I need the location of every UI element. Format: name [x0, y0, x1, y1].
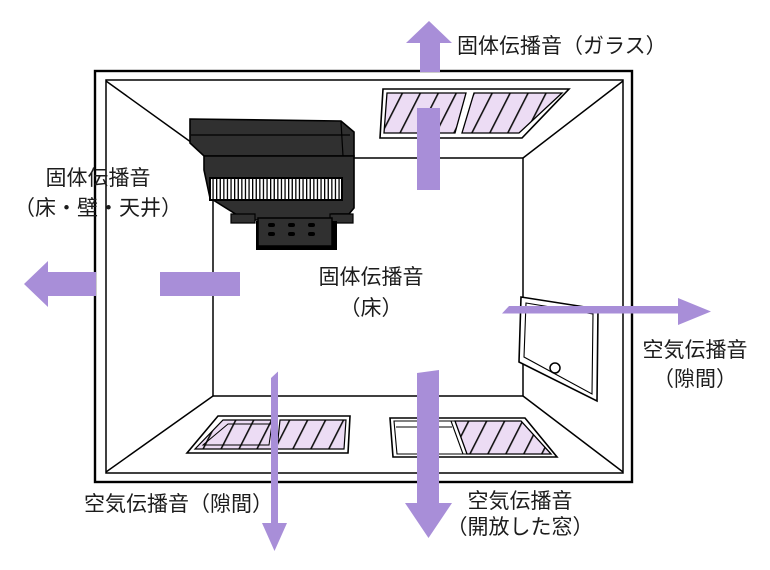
arrow-left-inner-structure	[160, 272, 240, 296]
arrow-up-outer-glass	[406, 21, 452, 72]
arrow-down-open-window	[405, 370, 452, 538]
corner-line-bottom-right	[522, 395, 624, 473]
corner-line-bottom-left	[105, 395, 214, 473]
corner-line-top-right	[522, 80, 624, 159]
piano-foot-left	[230, 213, 256, 224]
arrow-left-outer-structure	[24, 261, 96, 307]
arrow-up-inner-glass	[417, 108, 440, 190]
arrow-right-gap	[502, 298, 711, 325]
label-airborne-sound-open-window: 空気伝播音 （開放した窓）	[446, 490, 594, 539]
label-airborne-sound-gap-bottom: 空気伝播音（隙間）	[84, 493, 273, 516]
piano-sound-source	[189, 118, 355, 250]
arrow-down-gap-window	[262, 371, 287, 551]
sound-arrows	[24, 21, 711, 551]
piano-keyboard	[209, 177, 343, 201]
piano-lid	[189, 118, 355, 157]
label-airborne-sound-gap-right: 空気伝播音 （隙間）	[642, 339, 748, 391]
piano-bench	[257, 217, 333, 247]
bench-tufts	[268, 223, 315, 236]
door	[518, 296, 599, 403]
label-solid-sound-floor: 固体伝播音 （床）	[318, 266, 424, 320]
label-solid-sound-glass: 固体伝播音（ガラス）	[457, 35, 667, 58]
doorknob-icon	[549, 362, 561, 374]
window-bottom-right-glass-sash	[454, 420, 553, 455]
label-solid-sound-structure: 固体伝播音 （床・壁・天井）	[14, 167, 182, 220]
window-top-right-pane	[461, 92, 564, 134]
window-bottom-left-far-sash	[276, 419, 347, 450]
window-bottom-left	[185, 415, 351, 454]
